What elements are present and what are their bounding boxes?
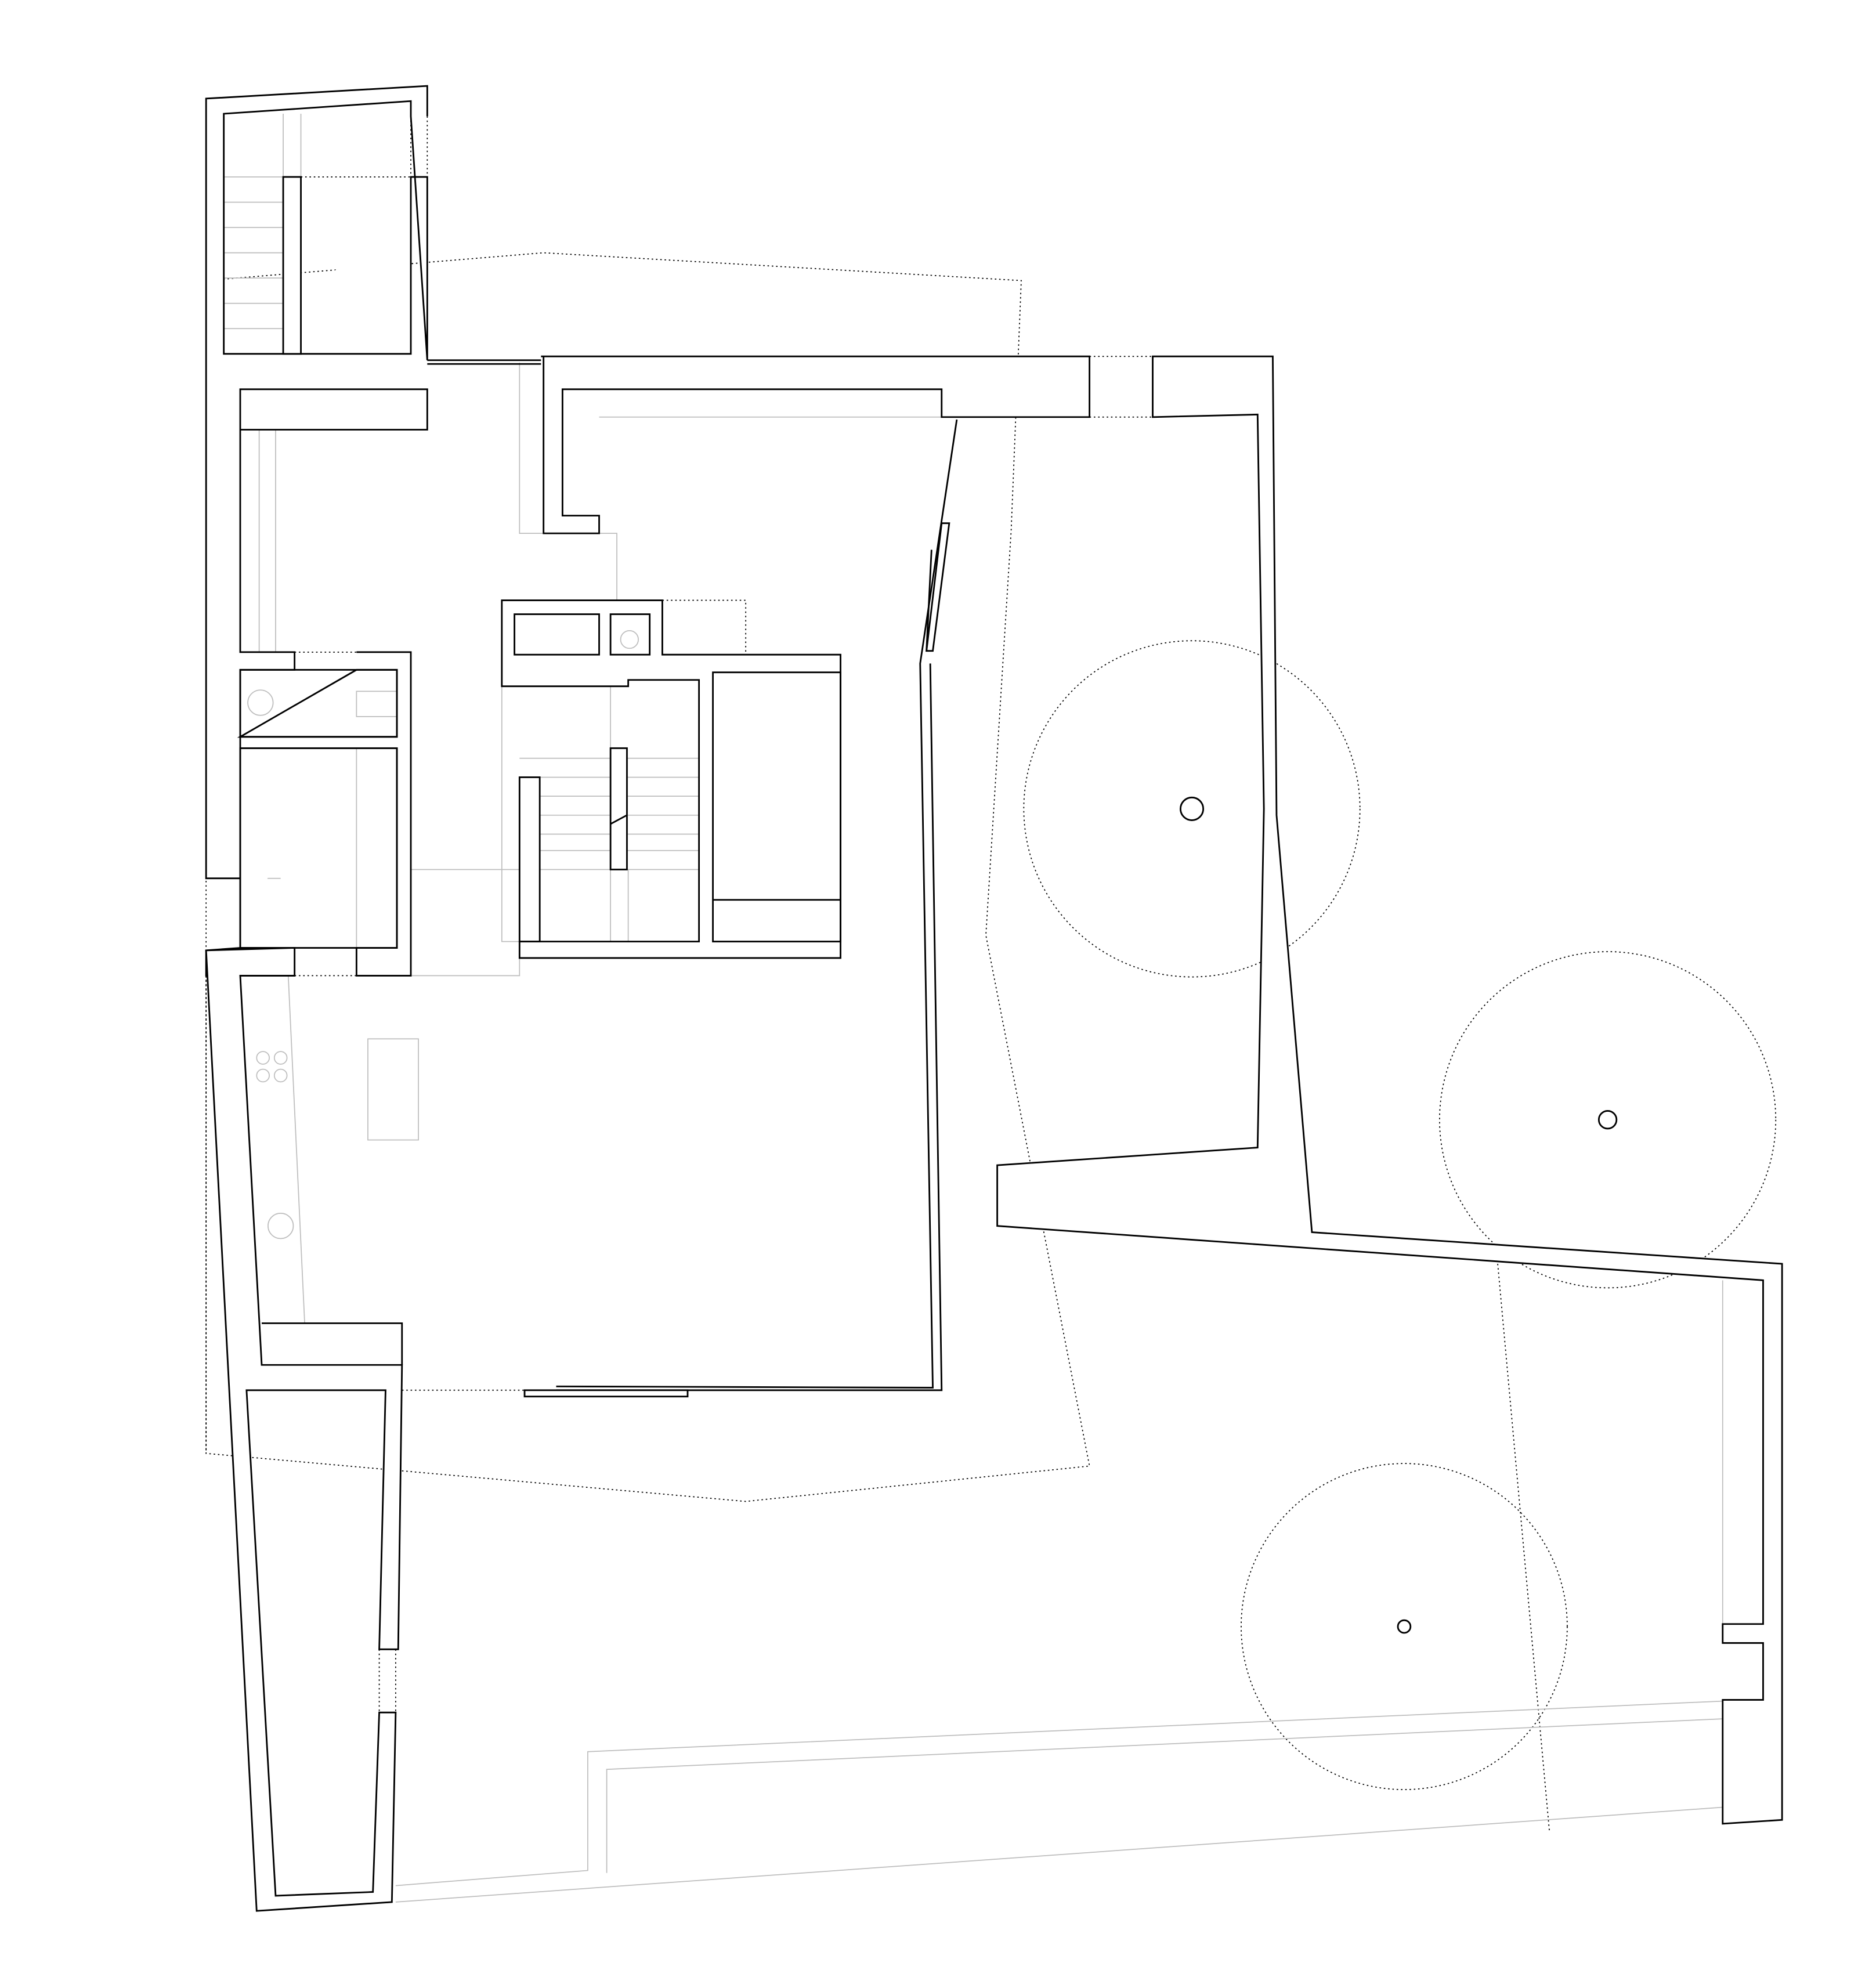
sliding-door <box>523 1389 689 1398</box>
stair-wall <box>518 776 541 943</box>
boundary-dotted-line <box>1497 1263 1550 1833</box>
sliding-panel-2 <box>926 550 932 651</box>
garden-wall <box>996 355 1783 1825</box>
bathroom-1 <box>239 668 398 738</box>
cabinet <box>712 671 841 943</box>
storage-1 <box>514 613 600 656</box>
north-wall <box>541 355 1091 534</box>
sink-icon <box>620 630 639 649</box>
south-west-wall <box>205 947 403 1912</box>
terrace-outline <box>395 1280 1723 1903</box>
stair-tower-wall <box>205 85 428 880</box>
bathroom-2 <box>239 747 398 949</box>
tree-2 <box>1439 951 1777 1289</box>
tree-3 <box>1241 1463 1568 1790</box>
stair-stringer <box>609 747 628 870</box>
roof-outline <box>205 252 1090 1502</box>
stair-arrow <box>610 814 628 825</box>
storage-2 <box>609 613 651 656</box>
kitchen-wall <box>262 1322 403 1365</box>
tree-1 <box>1023 640 1361 978</box>
stair-tower-inner <box>427 359 541 365</box>
stair-tower-rail <box>282 176 302 355</box>
sliding-panel <box>926 522 950 652</box>
